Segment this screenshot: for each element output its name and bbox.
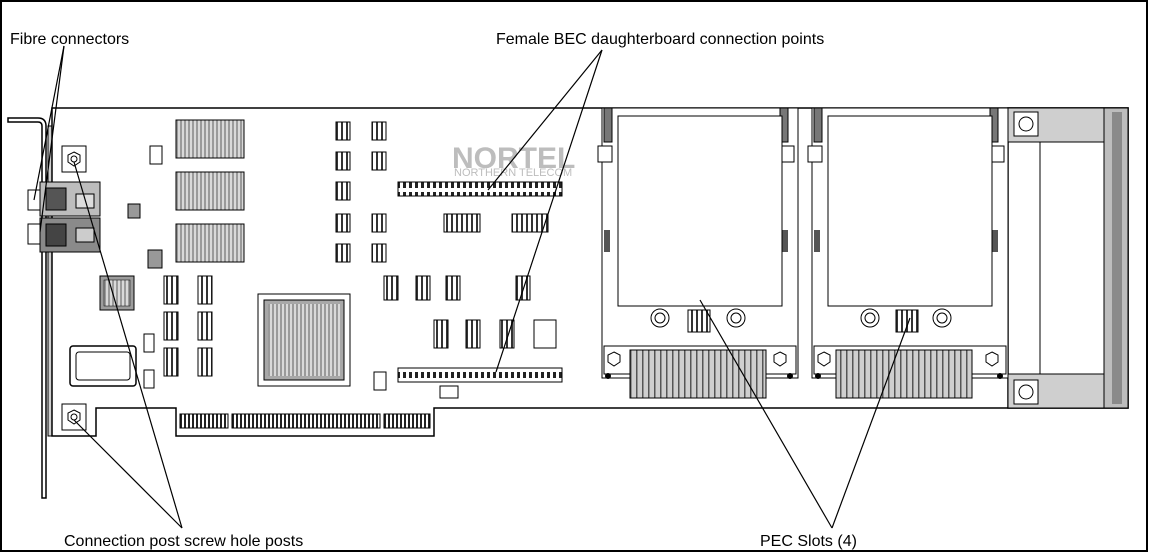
board-handle (1007, 107, 1129, 409)
bec-connector-top (397, 181, 563, 197)
pec-slot-2 (807, 107, 1009, 399)
dip-chips-left (143, 275, 213, 389)
memory-chips (127, 119, 245, 269)
leader-lines (33, 45, 911, 529)
nortel-logo: NORTEL NORTHERN TELECOM (452, 142, 575, 179)
oscillator (69, 345, 137, 387)
fibre-connectors (27, 181, 101, 253)
bec-connector-bottom (397, 367, 563, 383)
main-processor-chip (257, 293, 351, 387)
middle-chips (335, 121, 557, 399)
pec-slot-1 (597, 107, 799, 399)
logo-subtitle: NORTHERN TELECOM (454, 167, 572, 179)
small-qfp-chip (99, 275, 135, 311)
connection-post-top (61, 145, 87, 173)
label-fibre-connectors: Fibre connectors (10, 31, 129, 48)
label-female-bec: Female BEC daughterboard connection poin… (496, 31, 824, 48)
connection-post-bottom (61, 403, 87, 431)
mounting-bracket (7, 117, 53, 499)
label-connection-posts: Connection post screw hole posts (64, 533, 303, 550)
label-pec-slots: PEC Slots (4) (760, 533, 857, 550)
